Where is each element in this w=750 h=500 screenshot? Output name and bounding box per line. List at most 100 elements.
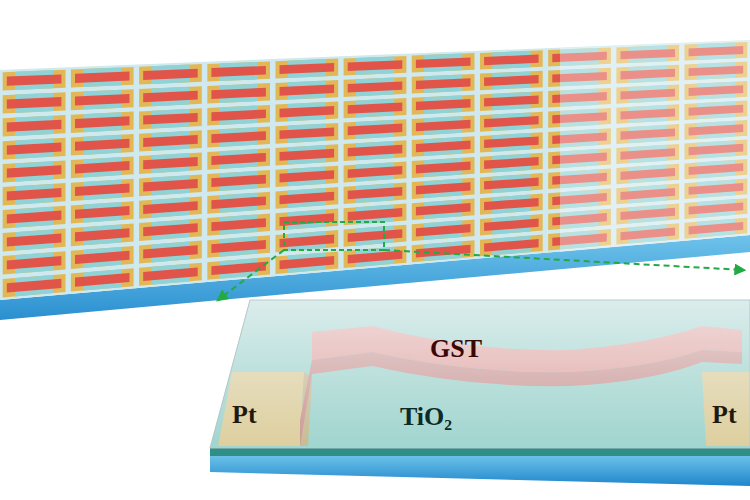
array-gst: [211, 218, 266, 231]
array-gst: [484, 239, 538, 252]
array-pads: [344, 225, 407, 247]
array-gst: [348, 81, 403, 92]
zoom-line: [384, 250, 744, 270]
array-gst: [211, 131, 266, 143]
tio2-layer: [210, 300, 750, 448]
array-pads: [71, 156, 134, 178]
array-gst: [211, 153, 266, 165]
array-gst: [348, 124, 403, 136]
array-pads: [139, 174, 202, 196]
array-gst: [211, 240, 266, 253]
array-pads: [71, 246, 134, 269]
array-pads: [344, 161, 407, 182]
material-label: GST: [430, 336, 482, 362]
array-gst: [484, 198, 538, 210]
array-pads: [3, 274, 66, 298]
array-gst: [211, 262, 266, 275]
array-pads: [207, 148, 270, 169]
array-gst: [143, 157, 198, 169]
array-gst: [348, 103, 403, 114]
array-pads: [276, 144, 339, 165]
array-gst: [484, 116, 538, 127]
array-pads: [344, 140, 407, 161]
array-pads: [276, 80, 339, 100]
array-gst: [416, 99, 471, 110]
array-pads: [276, 59, 339, 79]
array-gst: [143, 113, 198, 125]
array-pads: [344, 98, 407, 118]
array-gst: [484, 157, 538, 169]
array-pads: [480, 91, 543, 111]
array-gst: [280, 235, 335, 248]
array-pads: [344, 183, 407, 204]
glass-sheen: [560, 40, 750, 252]
array-gst: [280, 63, 335, 74]
array-pads: [480, 50, 543, 69]
array-pads: [3, 183, 66, 205]
array-pads: [139, 64, 202, 85]
substrate: [210, 448, 750, 486]
array-gst: [211, 175, 266, 187]
array-gst: [484, 96, 538, 107]
array-pads: [3, 138, 66, 160]
array-pads: [139, 219, 202, 242]
array-pads: [480, 194, 543, 215]
array-pads: [139, 263, 202, 286]
array-gst: [280, 85, 335, 96]
array-gst: [7, 211, 62, 224]
array-gst: [7, 233, 62, 246]
array-pads: [276, 102, 339, 123]
array-pads: [207, 192, 270, 214]
array-gst: [143, 245, 198, 258]
array-gst: [75, 72, 130, 83]
layer-label: TiO₂: [400, 404, 452, 430]
array-pads: [480, 214, 543, 236]
array-gst: [416, 120, 471, 132]
array-gst: [280, 127, 335, 139]
array-gst: [416, 245, 471, 258]
array-pads: [412, 199, 475, 220]
array-pads: [480, 112, 543, 132]
array-gst: [484, 219, 538, 232]
array-pads: [344, 119, 407, 140]
array-gst: [484, 137, 538, 149]
array-gst: [143, 267, 198, 281]
array-gst: [143, 135, 198, 147]
array-pads: [139, 197, 202, 219]
array-gst: [416, 224, 471, 237]
array-gst: [280, 192, 335, 205]
array-pads: [3, 251, 66, 274]
array-gst: [348, 250, 403, 263]
array-gst: [75, 139, 130, 151]
array-gst: [280, 106, 335, 117]
array-pads: [3, 229, 66, 252]
array-pads: [412, 136, 475, 157]
array-gst: [416, 161, 471, 173]
array-pads: [276, 166, 339, 187]
tio2-edge: [210, 448, 750, 456]
array-gst: [7, 97, 62, 109]
array-gst: [348, 166, 403, 178]
array-gst: [280, 256, 335, 269]
array-pads: [412, 157, 475, 178]
array-gst: [7, 74, 62, 85]
array-gst: [416, 141, 471, 153]
array-pads: [71, 268, 134, 291]
electrode-label: Pt: [232, 402, 257, 428]
array-pads: [139, 241, 202, 264]
array-gst: [7, 256, 62, 270]
array-pads: [344, 77, 407, 97]
zoom-box: [284, 222, 384, 250]
array-pads: [207, 83, 270, 104]
glass-cover: [210, 300, 750, 448]
array-gst: [348, 187, 403, 199]
array-pads: [480, 132, 543, 152]
array-pads: [207, 235, 270, 257]
array-pads: [480, 153, 543, 174]
array-gst: [7, 165, 62, 178]
array-pads: [3, 115, 66, 137]
array-pads: [3, 92, 66, 113]
array-gst: [348, 145, 403, 157]
array-pads: [412, 74, 475, 94]
